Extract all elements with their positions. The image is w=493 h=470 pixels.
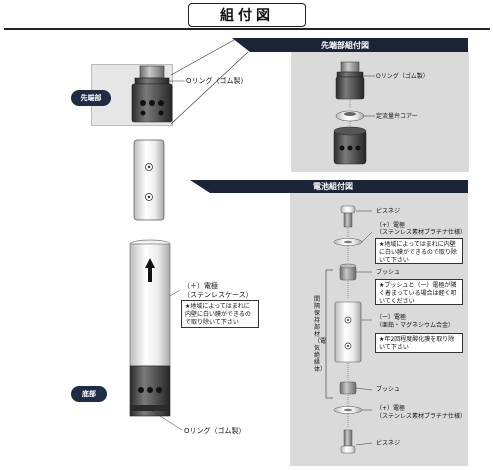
spacer-label: 間隔保持部材（電気絶縁体） [314, 296, 327, 373]
battery-banner-label: 電池組付図 [313, 182, 353, 191]
plus-top-line1: （+）電極 [376, 222, 406, 229]
valve-core-label: 定流量弁コアー [376, 113, 418, 120]
page-title: 組付図 [188, 3, 306, 27]
electrode-label-line1: （＋）電極 [183, 282, 218, 290]
plus-bottom-line1: （+）電極 [376, 405, 406, 412]
plus-bottom-line2: （ステンレス素材プラチナ仕様） [376, 413, 467, 420]
bush-bottom-label: ブッシュ [376, 386, 401, 393]
tip-assembly-panel [291, 52, 469, 172]
electrode-note: ★地域によってはまれに内壁に白い膜ができるので取り除いて下さい [181, 300, 259, 328]
title-divider [4, 28, 490, 30]
left-stainless-case [129, 239, 183, 431]
plus-top-line2: （ステンレス素材プラチナ仕様） [376, 229, 467, 236]
minus-line2: （亜鉛・マグネシウム合金） [376, 322, 455, 329]
screw-bottom-label: ビスネジ [376, 440, 401, 447]
tip-banner-label: 先端部組付図 [321, 40, 369, 50]
battery-panel-parts [325, 205, 373, 454]
left-tip-part [131, 65, 185, 123]
minus-line1: （ー）電極 [376, 314, 407, 321]
left-small-electrode [133, 139, 165, 221]
screw-top-label: ビスネジ [376, 208, 401, 215]
oring-top-label: Oリング（ゴム製） [186, 77, 248, 85]
up-arrow-icon [145, 258, 155, 282]
battery-assembly-panel [290, 192, 468, 466]
bush-top-label: ブッシュ [376, 269, 401, 276]
note-bush-stuck: ★ブッシュと（ー）電極が隣く着まっている場合は軽く叩いてください [375, 279, 463, 305]
oring-bottom-label: Oリング（ゴム製） [184, 427, 246, 435]
tip-oring-label: Oリング（ゴム製） [376, 73, 429, 80]
tip-banner-shape [232, 38, 468, 52]
tip-badge: 先端部 [71, 90, 111, 106]
tip-connector-line [170, 39, 235, 76]
tip-connector-line-2 [170, 51, 249, 125]
note-inner-wall: ★地域によってはまれに内壁に白い膜ができるので取り除いて下さい [375, 238, 463, 264]
tip-panel-parts [333, 61, 375, 165]
battery-banner-shape [190, 180, 468, 193]
note-oxide: ★年2回程度酸化膜を取り除いて下さい [375, 333, 463, 353]
bottom-badge: 底部 [71, 386, 107, 402]
electrode-label-line2: （ステンレスケース） [183, 291, 253, 299]
